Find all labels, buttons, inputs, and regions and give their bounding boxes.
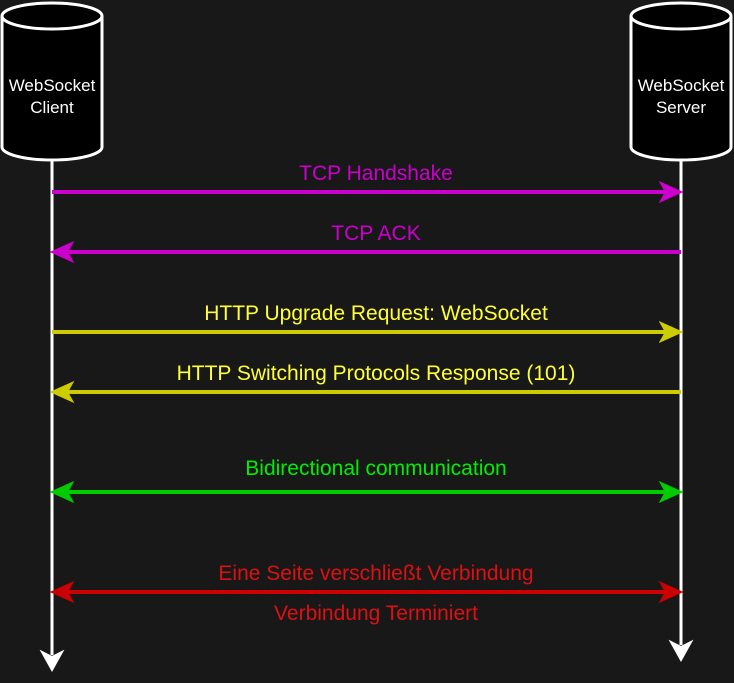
- close-arrowhead-left: [49, 580, 75, 604]
- server-cylinder-top: [629, 1, 733, 31]
- http-upgrade-arrowhead: [658, 320, 684, 344]
- tcp-handshake-arrowhead: [658, 180, 684, 204]
- close-arrowhead-right: [658, 580, 684, 604]
- client-node: WebSocket Client: [0, 1, 104, 162]
- message-http-switching: HTTP Switching Protocols Response (101): [49, 362, 681, 404]
- tcp-handshake-label: TCP Handshake: [299, 162, 453, 185]
- client-cylinder-body: [0, 16, 104, 162]
- server-node: WebSocket Server: [629, 1, 733, 162]
- client-lifeline: [39, 160, 65, 673]
- client-cylinder-top: [0, 1, 104, 31]
- bidirectional-arrowhead-right: [658, 480, 684, 504]
- server-label-line2: Server: [656, 98, 706, 117]
- server-cylinder-body: [629, 16, 733, 162]
- server-label-line1: WebSocket: [638, 76, 725, 95]
- message-bidirectional: Bidirectional communication: [49, 457, 684, 504]
- client-lifeline-arrowhead: [39, 649, 65, 673]
- close-label: Eine Seite verschließt Verbindung: [218, 562, 533, 585]
- message-tcp-ack: TCP ACK: [49, 222, 681, 264]
- tcp-ack-label: TCP ACK: [331, 222, 420, 245]
- close-sublabel: Verbindung Terminiert: [274, 602, 478, 625]
- bidirectional-arrowhead-left: [49, 480, 75, 504]
- message-close: Eine Seite verschließt Verbindung Verbin…: [49, 562, 684, 625]
- client-label-line2: Client: [30, 98, 74, 117]
- http-upgrade-label: HTTP Upgrade Request: WebSocket: [204, 302, 548, 325]
- server-lifeline: [668, 160, 694, 663]
- http-switching-label: HTTP Switching Protocols Response (101): [177, 362, 576, 385]
- bidirectional-label: Bidirectional communication: [245, 457, 506, 480]
- message-http-upgrade: HTTP Upgrade Request: WebSocket: [52, 302, 684, 344]
- tcp-ack-arrowhead: [49, 240, 75, 264]
- client-label-line1: WebSocket: [9, 76, 96, 95]
- http-switching-arrowhead: [49, 380, 75, 404]
- message-tcp-handshake: TCP Handshake: [52, 162, 684, 204]
- server-lifeline-arrowhead: [668, 639, 694, 663]
